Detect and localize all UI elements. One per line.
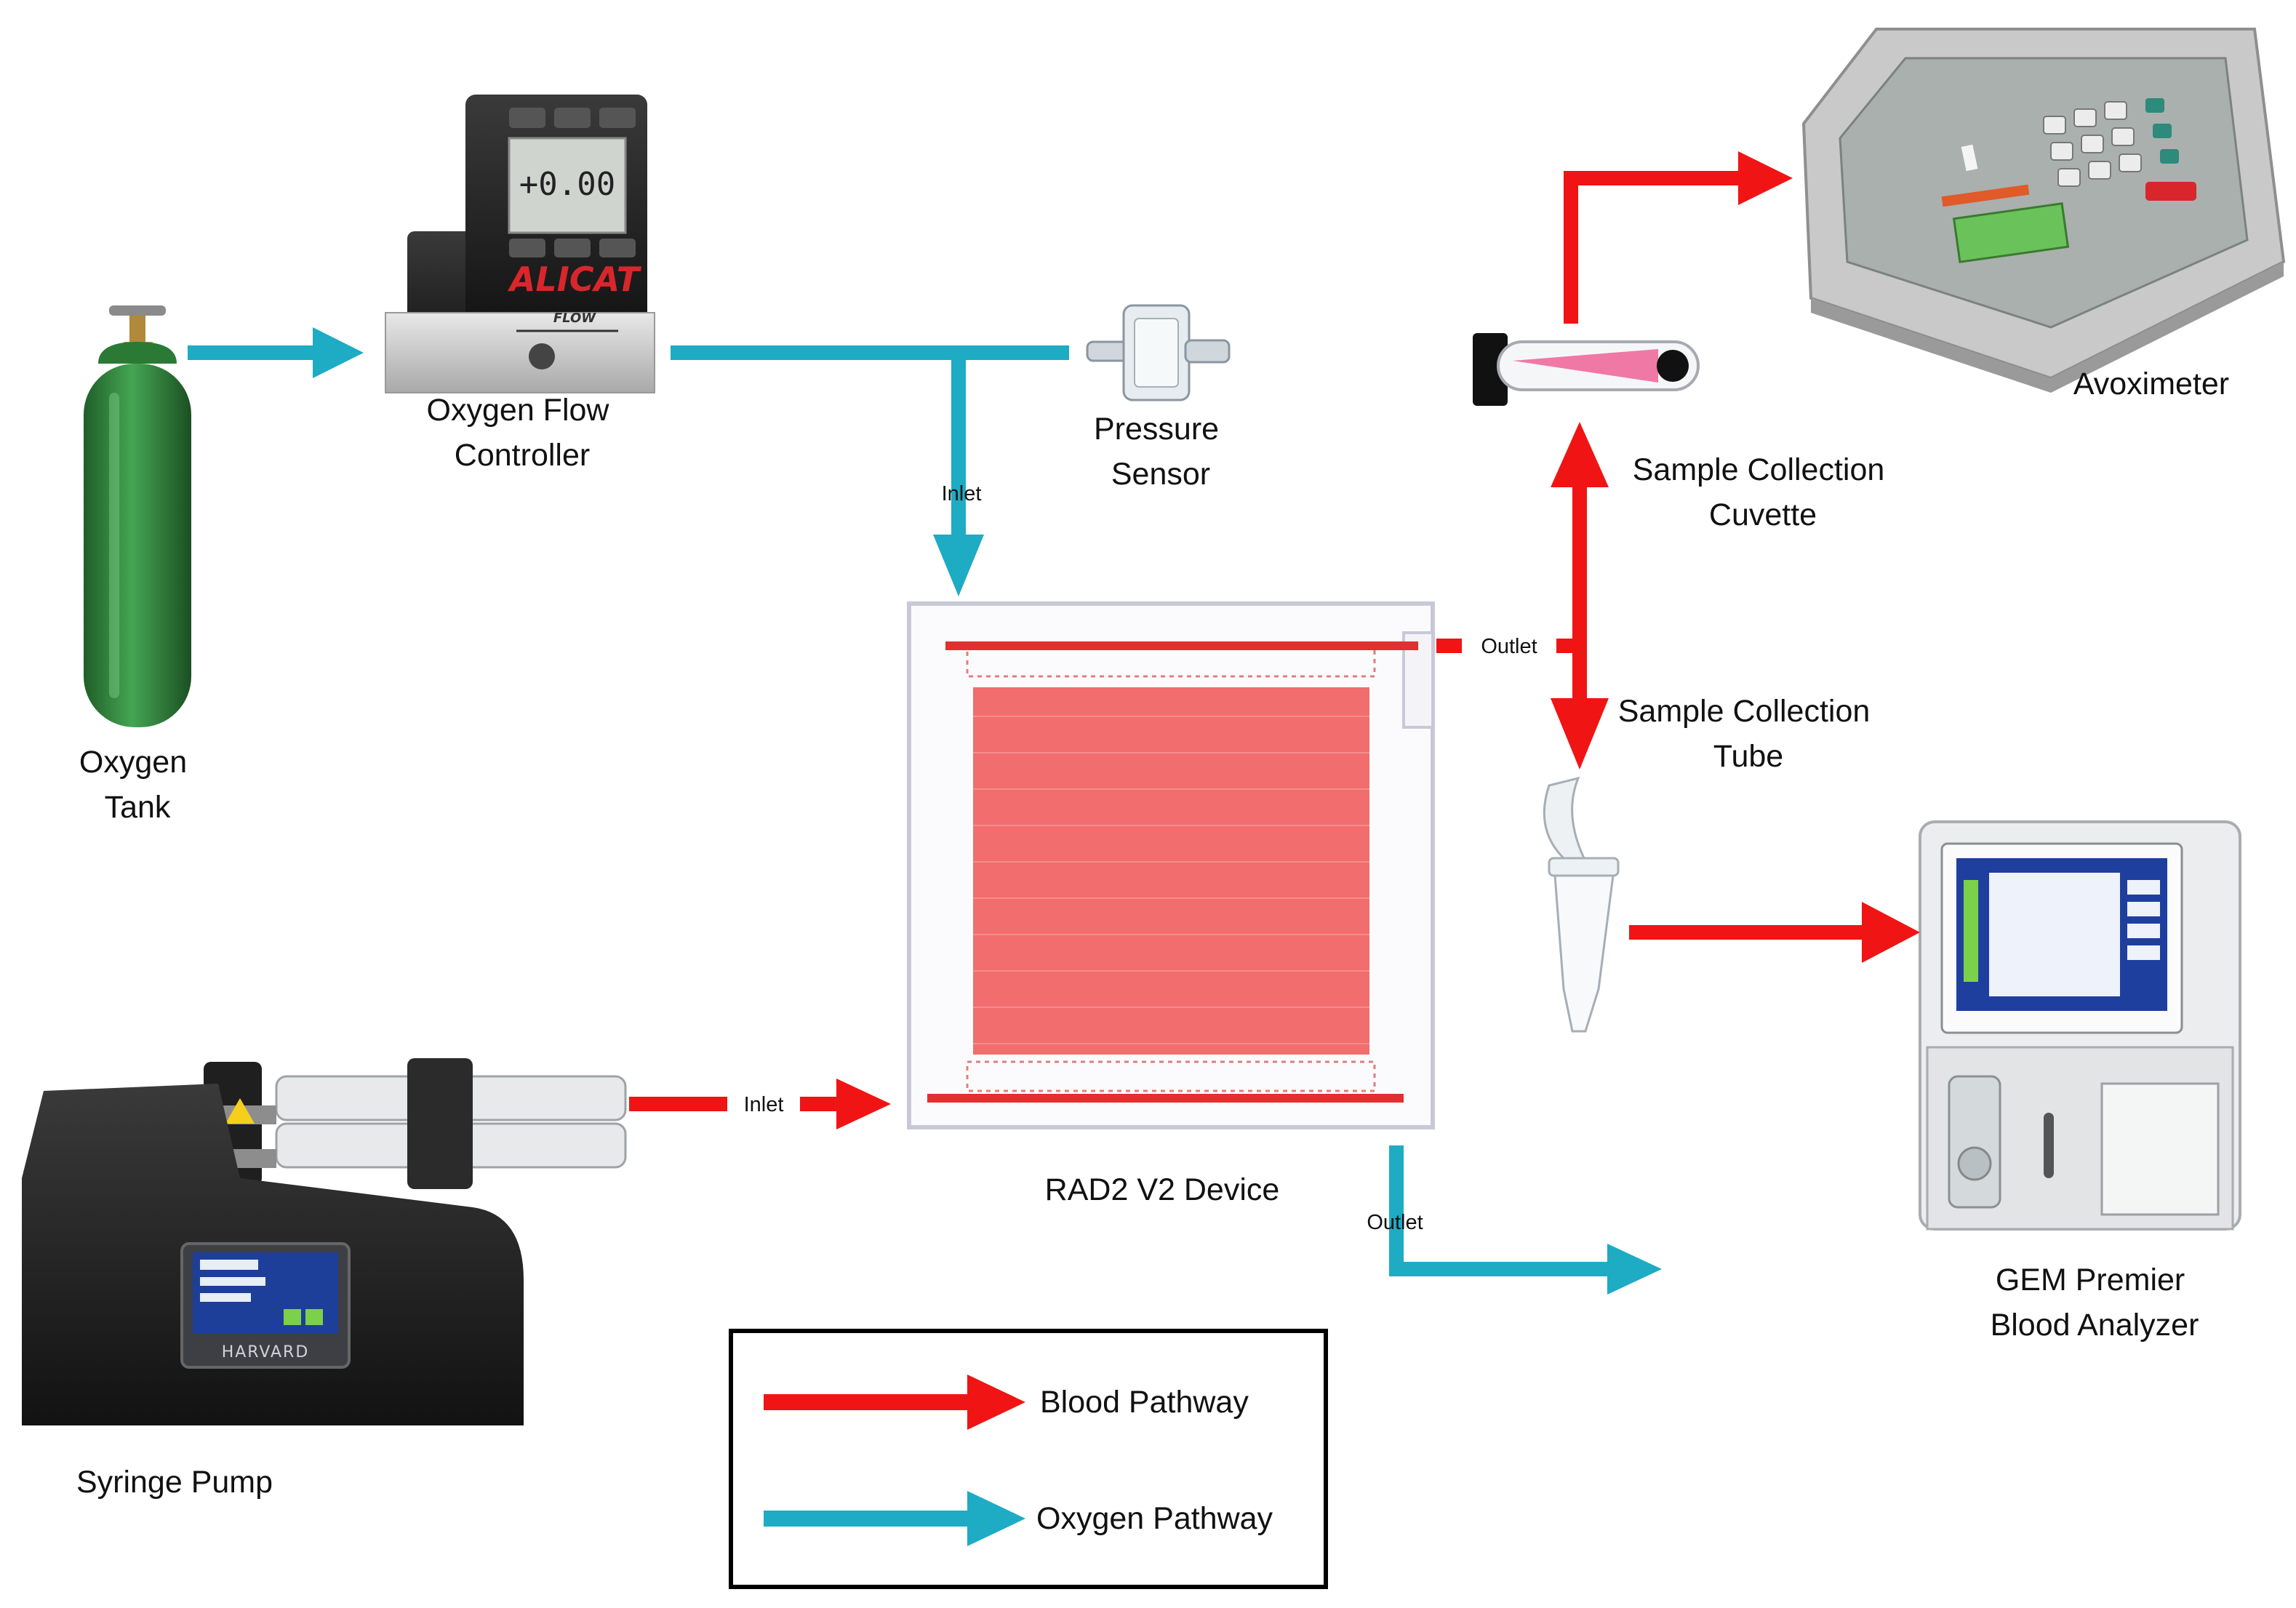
sample-tube-icon [1543,776,1620,1033]
blood-inlet-label: Inlet [744,1093,784,1116]
legend-oxygen-label: Oxygen Pathway [1036,1501,1273,1536]
avoximeter-label: Avoximeter [2073,367,2229,401]
blood-pathway-lines [629,171,1869,1111]
blood-pathway-arrowheads [836,151,1920,1129]
oxygen-tank-label: Oxygen Tank [79,745,196,825]
oxygen-tank-icon [84,305,191,727]
flow-tag: FLOW [553,311,596,326]
blood-analyzer-label: GEM Premier Blood Analyzer [1991,1263,2199,1343]
sample-tube-label: Sample Collection Tube [1618,694,1879,774]
cuvette-label: Sample Collection Cuvette [1633,452,1894,532]
flow-controller-icon: +0.00 ALICAT FLOW [385,95,655,393]
flow-display-readout: +0.00 [519,166,615,203]
legend: Blood Pathway Oxygen Pathway [729,1329,1328,1589]
rad2-device-icon [907,601,1435,1129]
blood-outlet-label: Outlet [1481,635,1537,658]
flow-controller-label: Oxygen Flow Controller [427,393,618,473]
syringe-pump-brand: HARVARD [222,1343,310,1361]
pressure-sensor-label: Pressure Sensor [1094,412,1228,492]
pressure-sensor-icon [1086,304,1231,401]
legend-blood-label: Blood Pathway [1040,1385,1249,1420]
oxygen-inlet-label: Inlet [942,482,982,505]
avoximeter-icon [1801,28,2286,393]
legend-blood-arrow [764,1375,1025,1430]
cuvette-icon [1473,333,1700,406]
syringe-pump-label: Syringe Pump [76,1465,273,1500]
legend-frame [729,1329,1328,1589]
rad2-device-label: RAD2 V2 Device [1045,1172,1280,1207]
syringe-pump-icon: HARVARD [22,1058,627,1425]
blood-analyzer-icon [1919,820,2241,1231]
flow-brand-logo: ALICAT [508,260,642,299]
oxygen-outlet-label: Outlet [1367,1211,1423,1234]
oxygen-pathway-arrowheads [313,327,1662,1295]
oxygen-pathway-lines [188,345,1615,1276]
legend-oxygen-arrow [764,1491,1025,1546]
